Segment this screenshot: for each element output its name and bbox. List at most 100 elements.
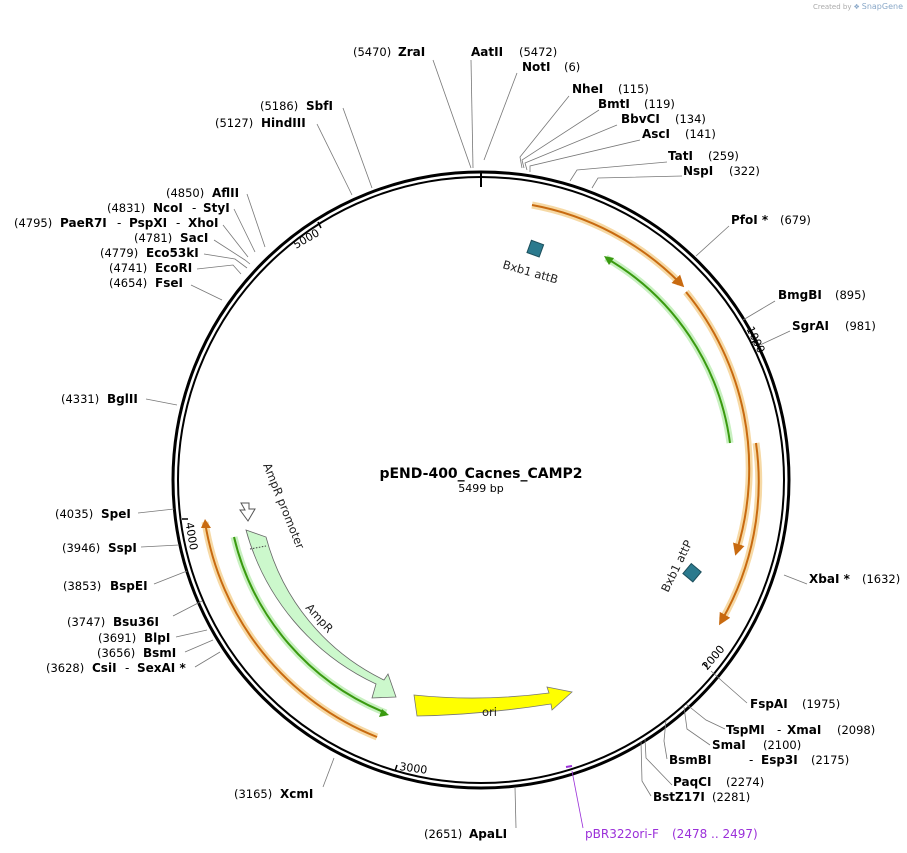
enzyme-name-bbvci: BbvCI — [621, 112, 660, 126]
enzyme-pos-nspi: (322) — [729, 164, 760, 178]
leader-bmgbi — [742, 300, 776, 321]
enzyme-pos-aatii: (5472) — [519, 45, 557, 59]
green-arc-2-arrowhead — [379, 709, 389, 717]
leader-xcmi — [322, 757, 335, 788]
enzyme-pos-sspi: (3946) — [62, 541, 100, 555]
feature-arcs — [201, 201, 763, 768]
green-arc-1-arrowhead — [604, 256, 614, 265]
enzyme-name-aflii: AflII — [212, 186, 239, 200]
leader-csii — [194, 651, 221, 668]
enzyme-pos-bmgbi: (895) — [835, 288, 866, 302]
leader-bglii — [145, 398, 178, 406]
enzyme-sep-paer7i: - — [117, 216, 121, 230]
enzyme-pos-spei: (4035) — [55, 507, 93, 521]
enzyme-pos-eco53ki: (4779) — [100, 246, 138, 260]
leader-nhei — [519, 95, 570, 169]
enzyme-name-ncoi: NcoI — [153, 201, 183, 215]
enzyme-name-tspmi: TspMI — [726, 723, 765, 737]
enzyme-pos-asci: (141) — [685, 127, 716, 141]
leader-nspi — [591, 175, 683, 189]
leader-bsmi — [184, 639, 214, 653]
snapgene-logo-icon: ❖ — [853, 2, 860, 11]
enzyme-name-sspi: SspI — [108, 541, 137, 555]
credit-brand: SnapGene — [861, 2, 903, 11]
leader-lines — [137, 59, 808, 829]
enzyme-name-saci: SacI — [180, 231, 208, 245]
ruler-ticks: 1000 2000 3000 4000 5000 — [182, 221, 768, 777]
enzyme-sep-ncoi: - — [192, 201, 196, 215]
enzyme-name-bstz17i: BstZ17I — [653, 790, 705, 804]
enzyme-pos-saci: (4781) — [134, 231, 172, 245]
enzyme-pos-paer7i: (4795) — [14, 216, 52, 230]
snapgene-credit: Created by ❖ SnapGene — [813, 2, 903, 11]
orange-arc-1 — [531, 204, 685, 288]
ori-label: ori — [482, 705, 497, 719]
tick-label-3000: 3000 — [399, 760, 429, 777]
enzyme-name-paqci: PaqCI — [673, 775, 711, 789]
enzyme-pos-bmti: (119) — [644, 97, 675, 111]
leader-bsmbi — [663, 719, 668, 760]
enzyme-pos-tspmi: (2098) — [837, 723, 875, 737]
enzyme-name-csii: CsiI — [92, 661, 117, 675]
tick-label-5000: 5000 — [291, 226, 322, 251]
leader-blpi — [175, 629, 208, 638]
enzyme-sep-csii: - — [125, 661, 129, 675]
leader-aatii — [470, 59, 474, 169]
enzyme-name-bsu36i: Bsu36I — [113, 615, 159, 629]
leader-tspmi — [685, 703, 726, 730]
enzyme-name-noti: NotI — [522, 60, 551, 74]
enzyme-name-bsmbi: BsmBI — [669, 753, 711, 767]
enzyme-name-pspxi: PspXI — [129, 216, 167, 230]
enzyme-sep2-paer7i: - — [176, 216, 180, 230]
enzyme-pos-bsmbi: (2175) — [811, 753, 849, 767]
enzyme-name-xbai: XbaI * — [809, 572, 851, 586]
enzyme-name-aatii: AatII — [471, 45, 503, 59]
enzyme-pos-noti: (6) — [564, 60, 580, 74]
leader-paer7i — [222, 224, 249, 258]
enzyme-pos-xcmi: (3165) — [234, 787, 272, 801]
enzyme-pos-fsei: (4654) — [109, 276, 147, 290]
enzyme-name-pfoi: PfoI * — [731, 213, 769, 227]
tick-mark-2000 — [702, 662, 708, 668]
leader-tati — [569, 161, 668, 182]
enzyme-name-smai: SmaI — [712, 738, 746, 752]
leader-asci — [529, 139, 641, 172]
enzyme-name-xmai: XmaI — [787, 723, 821, 737]
enzyme-sep-tspmi: - — [777, 723, 781, 737]
enzyme-pos-csii: (3628) — [46, 661, 84, 675]
enzyme-name-blpi: BlpI — [144, 631, 170, 645]
leader-pfoi — [695, 225, 730, 257]
leader-paqci — [644, 738, 673, 786]
leader-spei — [137, 508, 175, 514]
tick-mark-3000 — [394, 764, 398, 772]
ampr-feature — [245, 529, 397, 699]
ori-feature — [413, 686, 573, 717]
leader-xbai — [783, 574, 808, 585]
enzyme-name-paer7i: PaeR7I — [60, 216, 107, 230]
enzyme-name-eco53ki: Eco53kI — [146, 246, 199, 260]
leader-zrai — [432, 59, 472, 169]
leader-bsu36i — [172, 600, 203, 617]
enzyme-name-spei: SpeI — [101, 507, 131, 521]
leader-sspi — [140, 544, 180, 548]
enzyme-pos-hindiii: (5127) — [215, 116, 253, 130]
enzyme-pos-apali: (2651) — [424, 827, 462, 841]
tick-label-4000: 4000 — [183, 521, 201, 551]
primer-name: pBR322ori-F — [585, 827, 659, 841]
enzyme-name-nhei: NheI — [572, 82, 603, 96]
enzyme-name-nspi: NspI — [683, 164, 713, 178]
green-arc-1 — [605, 257, 731, 444]
enzyme-name-bmgbi: BmgBI — [778, 288, 822, 302]
leader-apali — [514, 786, 517, 829]
enzyme-name-sexai: SexAI * — [137, 661, 186, 675]
orange-arc-2-glow — [683, 289, 753, 552]
attb-box — [526, 239, 545, 258]
enzyme-pos-fspai: (1975) — [802, 697, 840, 711]
leader-bstz17i — [640, 740, 652, 797]
enzyme-name-xcmi: XcmI — [280, 787, 313, 801]
leader-noti — [483, 72, 518, 161]
leader-ecori — [196, 264, 242, 275]
enzyme-pos-bglii: (4331) — [61, 392, 99, 406]
leader-fsei — [190, 284, 223, 301]
enzyme-name-sbfi: SbfI — [306, 99, 333, 113]
